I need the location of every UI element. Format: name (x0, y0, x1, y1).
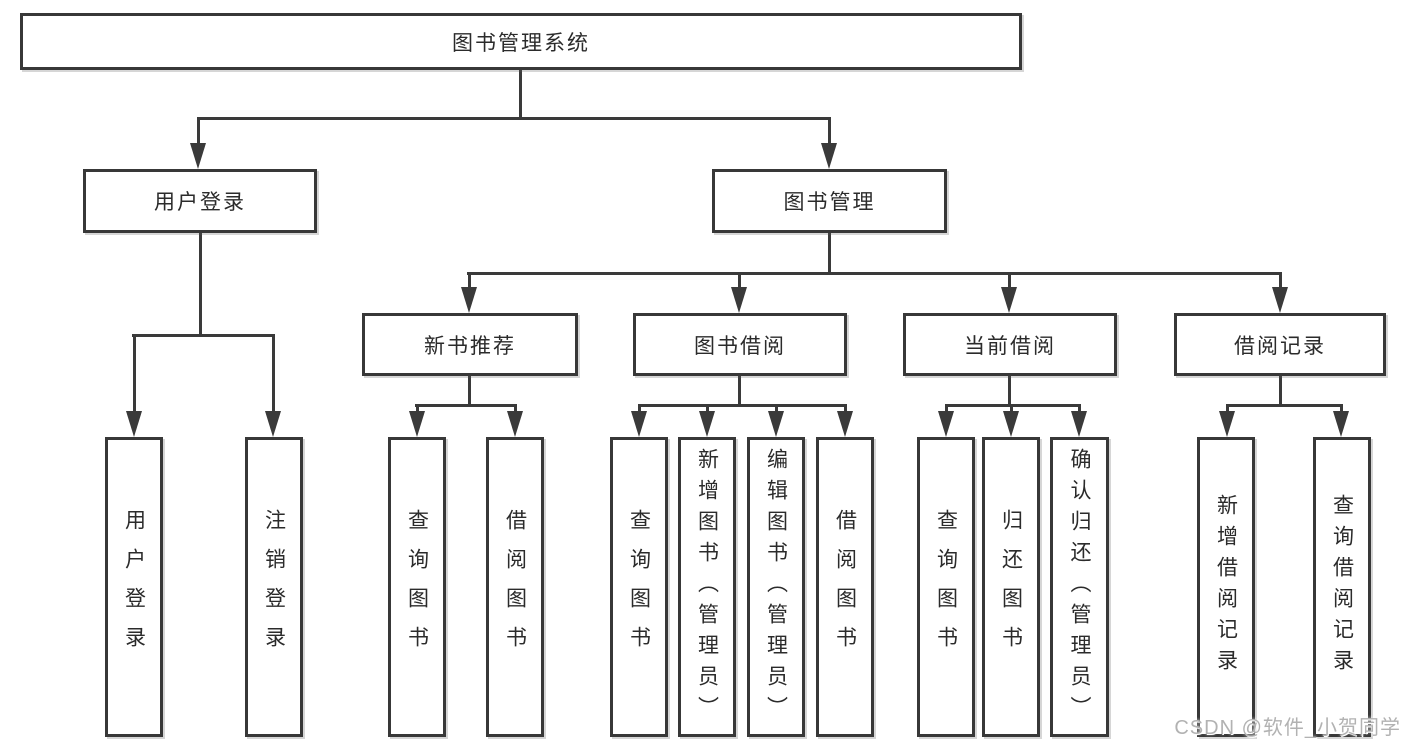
connector-line (1340, 404, 1343, 414)
arrow-down-icon (938, 411, 954, 437)
leaf-borrow-add-book: 新增图书（管理员） (678, 437, 736, 737)
leaf-borrow-query-label: 查询图书 (627, 509, 651, 665)
leaf-newbook-query: 查询图书 (388, 437, 446, 737)
leaf-current-confirm-return: 确认归还（管理员） (1050, 437, 1109, 737)
node-current-borrow: 当前借阅 (903, 313, 1117, 376)
connector-line (638, 404, 641, 414)
arrow-down-icon (507, 411, 523, 437)
arrow-down-icon (461, 287, 477, 313)
leaf-current-confirm-return-label: 确认归还（管理员） (1068, 447, 1091, 727)
leaf-user-login-label: 用户登录 (122, 509, 146, 665)
node-user-login-label: 用户登录 (154, 191, 246, 214)
leaf-current-query-label: 查询图书 (934, 509, 958, 665)
node-book-management-label: 图书管理 (783, 191, 876, 214)
connector-line (416, 404, 419, 414)
connector-line (197, 117, 831, 120)
arrow-down-icon (768, 411, 784, 437)
connector-line (1008, 272, 1011, 290)
node-root: 图书管理系统 (20, 13, 1022, 70)
leaf-record-add: 新增借阅记录 (1197, 437, 1255, 737)
leaf-newbook-query-label: 查询图书 (405, 509, 429, 665)
leaf-borrow-edit-book-label: 编辑图书（管理员） (764, 447, 788, 727)
connector-line (514, 404, 517, 414)
arrow-down-icon (631, 411, 647, 437)
connector-line (844, 404, 847, 414)
node-book-borrow: 图书借阅 (633, 313, 847, 376)
connector-line (1279, 272, 1282, 290)
arrow-down-icon (821, 143, 837, 169)
node-root-label: 图书管理系统 (452, 31, 590, 55)
connector-line (519, 70, 522, 118)
node-book-management: 图书管理 (712, 169, 947, 233)
leaf-borrow-query: 查询图书 (610, 437, 668, 737)
leaf-record-query-label: 查询借阅记录 (1330, 494, 1354, 680)
node-new-book-recommend-label: 新书推荐 (424, 334, 516, 358)
arrow-down-icon (1001, 287, 1017, 313)
leaf-current-return: 归还图书 (982, 437, 1040, 737)
connector-line (272, 334, 275, 413)
node-borrow-records: 借阅记录 (1174, 313, 1386, 376)
arrow-down-icon (126, 411, 142, 437)
arrow-down-icon (1272, 287, 1288, 313)
connector-line (468, 376, 471, 407)
leaf-newbook-borrow-label: 借阅图书 (503, 509, 527, 665)
connector-line (706, 404, 709, 414)
leaf-borrow-edit-book: 编辑图书（管理员） (747, 437, 805, 737)
leaf-current-query: 查询图书 (917, 437, 975, 737)
node-user-login: 用户登录 (83, 169, 317, 233)
node-borrow-records-label: 借阅记录 (1234, 334, 1326, 358)
leaf-record-query: 查询借阅记录 (1313, 437, 1371, 737)
leaf-newbook-borrow: 借阅图书 (486, 437, 544, 737)
connector-line (1279, 376, 1282, 407)
connector-line (199, 233, 202, 337)
connector-line (945, 404, 948, 414)
connector-line (197, 117, 200, 146)
node-book-borrow-label: 图书借阅 (694, 334, 786, 358)
connector-line (1078, 404, 1081, 414)
connector-line (775, 404, 778, 414)
connector-line (738, 376, 741, 407)
node-current-borrow-label: 当前借阅 (964, 334, 1056, 358)
arrow-down-icon (409, 411, 425, 437)
leaf-record-add-label: 新增借阅记录 (1214, 494, 1238, 680)
connector-line (1226, 404, 1229, 414)
connector-line (467, 272, 1282, 275)
leaf-user-login: 用户登录 (105, 437, 163, 737)
arrow-down-icon (1003, 411, 1019, 437)
leaf-current-return-label: 归还图书 (999, 509, 1023, 665)
arrow-down-icon (1219, 411, 1235, 437)
arrow-down-icon (1071, 411, 1087, 437)
connector-line (415, 404, 517, 407)
arrow-down-icon (699, 411, 715, 437)
connector-line (828, 117, 831, 146)
node-new-book-recommend: 新书推荐 (362, 313, 578, 376)
arrow-down-icon (731, 287, 747, 313)
leaf-borrow-borrow-book: 借阅图书 (816, 437, 874, 737)
connector-line (132, 334, 275, 337)
connector-line (133, 334, 136, 413)
connector-line (638, 404, 846, 407)
connector-line (738, 272, 741, 290)
arrow-down-icon (1333, 411, 1349, 437)
connector-line (1008, 376, 1011, 407)
csdn-watermark: CSDN @软件_小贺同学 (1174, 717, 1401, 739)
connector-line (468, 272, 471, 290)
leaf-logout-label: 注销登录 (262, 509, 286, 665)
arrow-down-icon (837, 411, 853, 437)
arrow-down-icon (265, 411, 281, 437)
connector-line (828, 233, 831, 275)
leaf-borrow-add-book-label: 新增图书（管理员） (695, 447, 719, 727)
connector-line (1226, 404, 1342, 407)
leaf-logout: 注销登录 (245, 437, 303, 737)
leaf-borrow-borrow-book-label: 借阅图书 (833, 509, 857, 665)
arrow-down-icon (190, 143, 206, 169)
connector-line (1010, 404, 1013, 414)
